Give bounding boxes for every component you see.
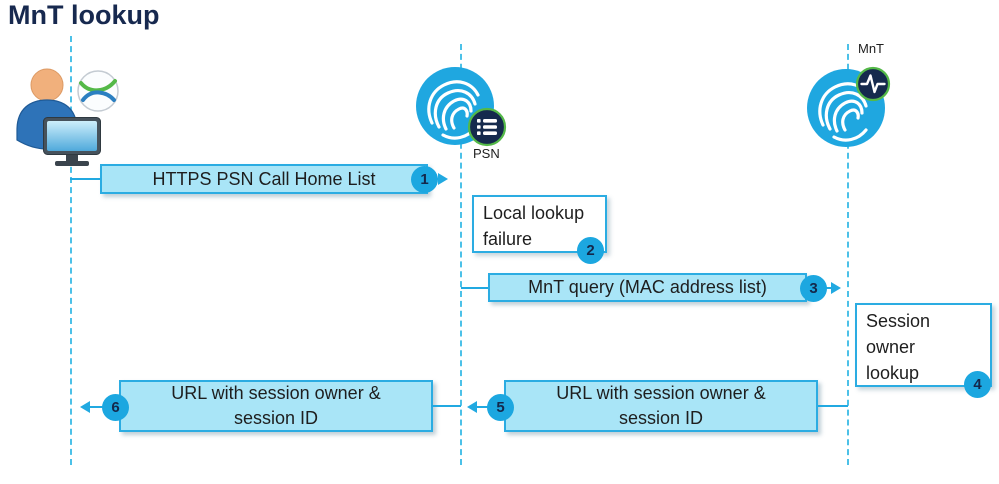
message-3-number: 3 bbox=[800, 275, 827, 302]
message-5-arrow-line bbox=[476, 406, 490, 408]
anyconnect-globe-icon bbox=[77, 70, 119, 112]
message-1-box: HTTPS PSN Call Home List bbox=[100, 164, 428, 194]
lifeline-mnt bbox=[847, 44, 849, 465]
message-5-arrowhead-left bbox=[467, 401, 477, 413]
message-6-box: URL with session owner & session ID bbox=[119, 380, 433, 432]
note-2-number: 2 bbox=[577, 237, 604, 264]
message-5-connector bbox=[818, 405, 848, 407]
message-3-arrow-line bbox=[825, 287, 833, 289]
message-6-arrowhead-left bbox=[80, 401, 90, 413]
note-4-text: Session owner lookup bbox=[866, 311, 931, 383]
mnt-pulse-badge-icon bbox=[855, 66, 891, 102]
message-6-arrow-line bbox=[89, 406, 104, 408]
message-1-arrowhead-right bbox=[438, 173, 448, 185]
message-6-connector bbox=[431, 405, 461, 407]
message-5-text: URL with session owner & session ID bbox=[556, 383, 766, 428]
message-3-arrowhead-right bbox=[831, 282, 841, 294]
note-4-number: 4 bbox=[964, 371, 991, 398]
message-1-number: 1 bbox=[411, 166, 438, 193]
psn-list-badge-icon bbox=[467, 107, 507, 147]
psn-label: PSN bbox=[473, 146, 500, 161]
message-3-connector bbox=[461, 287, 490, 289]
message-1-connector bbox=[70, 178, 102, 180]
lifeline-client bbox=[70, 36, 72, 465]
message-3-box: MnT query (MAC address list) bbox=[488, 273, 807, 302]
message-5-number: 5 bbox=[487, 394, 514, 421]
message-6-number: 6 bbox=[102, 394, 129, 421]
note-2-box: Local lookup failure bbox=[472, 195, 607, 253]
page-title: MnT lookup bbox=[8, 0, 160, 30]
message-1-text: HTTPS PSN Call Home List bbox=[152, 168, 376, 189]
message-6-text: URL with session owner & session ID bbox=[171, 383, 381, 428]
mnt-label: MnT bbox=[858, 41, 884, 56]
monitor-icon bbox=[43, 117, 101, 166]
lifeline-psn bbox=[460, 44, 462, 465]
message-5-box: URL with session owner & session ID bbox=[504, 380, 818, 432]
message-3-text: MnT query (MAC address list) bbox=[528, 277, 767, 297]
note-2-text: Local lookup failure bbox=[483, 203, 585, 249]
